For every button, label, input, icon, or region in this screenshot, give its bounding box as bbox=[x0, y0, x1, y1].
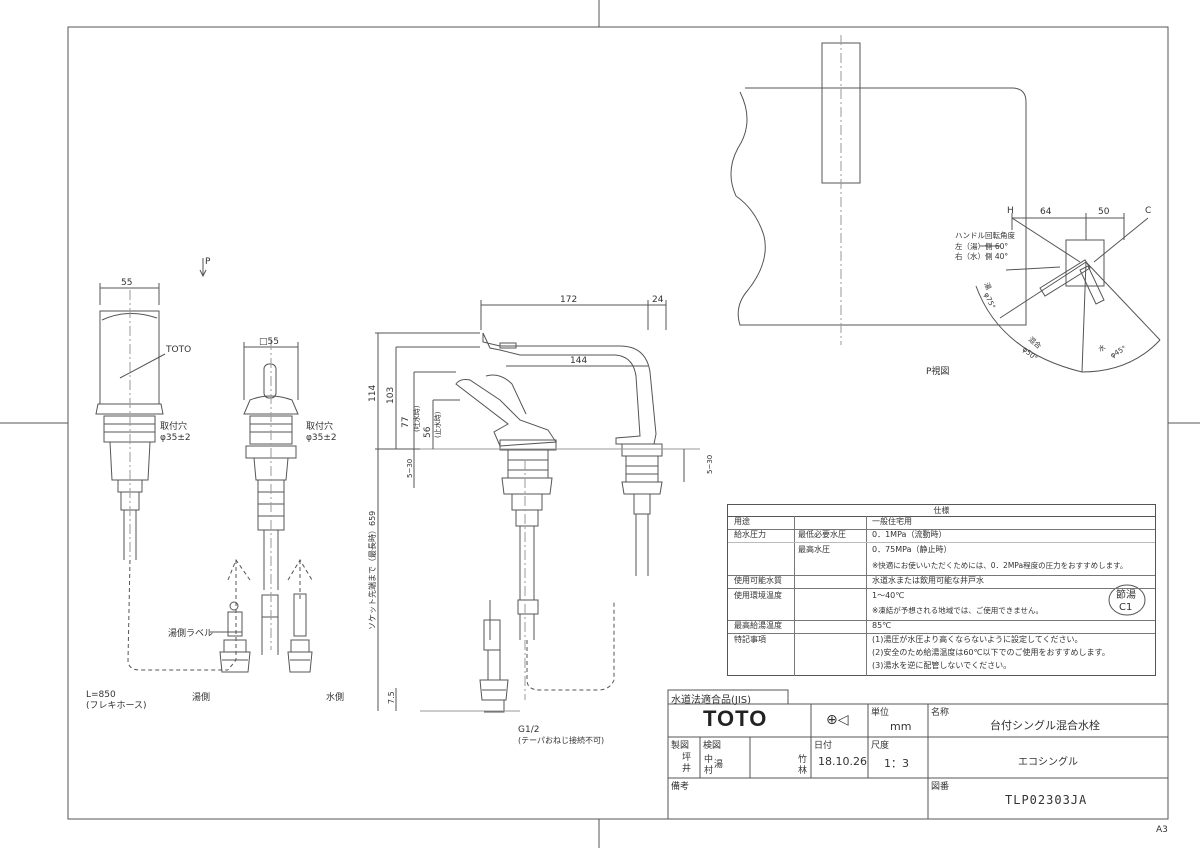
note-label: 備考 bbox=[671, 782, 690, 792]
dim-5-30-right: 5~30 bbox=[706, 455, 714, 474]
name-value: 台付シングル混合水栓 bbox=[990, 719, 1100, 732]
drawing-no-value: TLP02303JA bbox=[1005, 793, 1088, 807]
spec-table: 仕様 用途 一般住宅用 給水圧力 最低必要水圧 0．1MPa（流動時） 最高水圧… bbox=[727, 504, 1156, 676]
thread-1: G1/2 bbox=[518, 725, 539, 735]
check-3: 湯 bbox=[714, 760, 724, 770]
setsuyu-badge: 節湯 C1 bbox=[1108, 584, 1146, 616]
thread-2: (テーパおねじ接続不可) bbox=[518, 735, 604, 745]
top-view bbox=[730, 35, 1161, 373]
dim-144: 144 bbox=[570, 356, 587, 366]
dim-56: 56 bbox=[423, 426, 433, 438]
front-view-middle bbox=[210, 340, 313, 673]
check-5: 林 bbox=[798, 766, 808, 776]
drawing-no-label: 図番 bbox=[931, 782, 950, 792]
water-side-label: 水側 bbox=[326, 691, 344, 703]
spec-row-water-quality: 使用可能水質 水道水または飲用可能な井戸水 bbox=[728, 575, 1155, 589]
spec-title: 仕様 bbox=[728, 505, 1155, 517]
projection-symbol: ⊕◁ bbox=[826, 712, 849, 728]
hose-length-1: L=850 bbox=[86, 690, 116, 700]
dim-172: 172 bbox=[560, 295, 577, 305]
date-value: 18.10.26 bbox=[818, 755, 867, 768]
top-label-h: H bbox=[1007, 206, 1014, 216]
jis-label: 水道法適合品(JIS) bbox=[671, 695, 752, 706]
left-dim-width: 55 bbox=[121, 278, 132, 288]
side-view bbox=[375, 300, 700, 713]
arc-water-angle: φ45° bbox=[1109, 344, 1128, 359]
hot-side-label: 湯側 bbox=[192, 691, 210, 703]
dim-7-5: 7.5 bbox=[387, 691, 396, 704]
middle-mount-hole-1: 取付穴 bbox=[306, 420, 333, 432]
arc-hot-angle: φ75° bbox=[982, 291, 996, 310]
left-brand-label: TOTO bbox=[165, 345, 191, 355]
dim-64: 64 bbox=[1040, 207, 1052, 217]
top-view-label: P視図 bbox=[926, 365, 949, 377]
arc-water: 水 bbox=[1097, 342, 1108, 353]
dim-659: ソケット先端まで（最長時）659 bbox=[367, 511, 377, 630]
hose-length-2: (フレキホース) bbox=[86, 700, 147, 711]
middle-mount-hole-2: φ35±2 bbox=[306, 433, 337, 443]
dim-56-note: (止水時) bbox=[433, 411, 442, 438]
dim-103: 103 bbox=[386, 387, 396, 404]
check-4: 竹 bbox=[798, 755, 808, 765]
hot-label-tag: 湯側ラベル bbox=[168, 627, 213, 639]
scale-label: 尺度 bbox=[871, 741, 890, 751]
handle-left: 左（湯）側 60° bbox=[955, 241, 1008, 251]
arrow-label: P bbox=[205, 257, 211, 267]
brand-logo: TOTO bbox=[703, 706, 768, 731]
made-1: 坪 bbox=[682, 753, 692, 763]
drawing-frame bbox=[67, 26, 1169, 820]
unit-label: 単位 bbox=[871, 708, 890, 718]
svg-text:節湯: 節湯 bbox=[1116, 588, 1136, 601]
left-mount-hole-2: φ35±2 bbox=[160, 433, 191, 443]
dim-114: 114 bbox=[368, 385, 378, 402]
handle-angle-title: ハンドル回転角度 bbox=[955, 230, 1015, 240]
left-mount-hole-1: 取付穴 bbox=[160, 420, 187, 432]
date-label: 日付 bbox=[814, 741, 833, 751]
made-label: 製図 bbox=[671, 741, 690, 751]
name-label: 名称 bbox=[931, 708, 950, 718]
series-value: エコシングル bbox=[1018, 757, 1078, 768]
spec-row-temperature: 使用環境温度 1～40℃ ※凍結が予想される地域では、ご使用できません。 bbox=[728, 588, 1155, 621]
spec-row-pressure-min: 給水圧力 最低必要水圧 0．1MPa（流動時） bbox=[728, 529, 1155, 543]
spec-row-notes: 特記事項 (1)湯圧が水圧より高くならないように設定してください。 (2)安全の… bbox=[734, 635, 1110, 670]
made-2: 井 bbox=[682, 764, 692, 774]
front-view-left bbox=[95, 283, 228, 671]
svg-text:C1: C1 bbox=[1119, 602, 1132, 613]
top-label-c: C bbox=[1145, 206, 1151, 216]
middle-dim-width: □55 bbox=[259, 337, 279, 347]
check-1: 中 bbox=[704, 755, 714, 765]
dim-5-30-left: 5~30 bbox=[406, 459, 414, 478]
title-block-frame bbox=[667, 689, 1169, 820]
dim-24: 24 bbox=[652, 295, 664, 305]
view-arrow bbox=[199, 258, 207, 278]
handle-right: 右（水）側 40° bbox=[955, 251, 1008, 261]
spec-row-usage: 用途 一般住宅用 bbox=[728, 516, 1155, 530]
dim-77: 77 bbox=[401, 417, 411, 428]
arc-hot: 湯 bbox=[982, 281, 993, 291]
check-label: 検図 bbox=[703, 741, 722, 751]
dim-77-note: (吐水時) bbox=[412, 405, 421, 432]
check-2: 村 bbox=[704, 766, 714, 776]
spec-row-pressure-max: 最高水圧 0．75MPa（静止時） ※快適にお使いいただくためには、0．2MPa… bbox=[728, 542, 1155, 576]
dim-50: 50 bbox=[1098, 207, 1110, 217]
paper-size-label: A3 bbox=[1156, 825, 1168, 835]
unit-value: mm bbox=[890, 720, 912, 733]
spec-row-max-hot: 最高給湯温度 85℃ bbox=[728, 620, 1155, 634]
scale-value: 1：3 bbox=[884, 757, 909, 770]
